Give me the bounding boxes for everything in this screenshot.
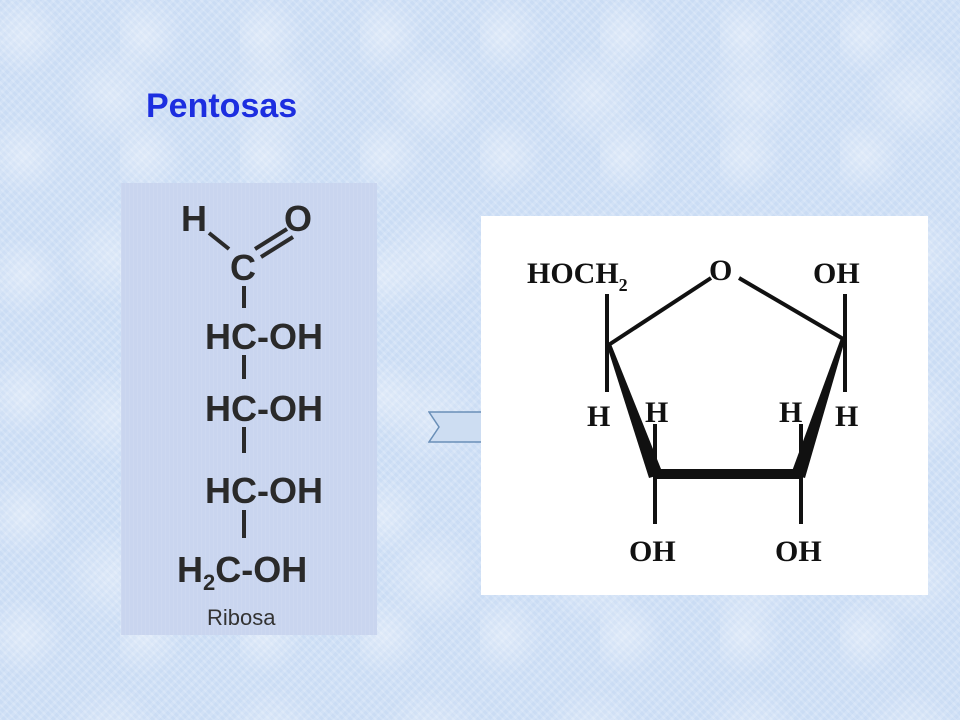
ribose-h-atom: H — [181, 198, 207, 239]
ribofuranose-svg: HOCH2 O OH H H H H OH OH — [527, 254, 860, 568]
ribose-hc-bond — [207, 231, 231, 251]
ribose-co-bond-2 — [259, 235, 295, 259]
ribose-carbonyl-c: C — [230, 247, 256, 288]
ring-h-left-inner: H — [645, 396, 668, 429]
ring-h-right-outer: H — [835, 400, 858, 433]
ribose-row-4-sub: 2 — [203, 570, 215, 595]
ribose-row-3: HC-OH — [205, 470, 323, 511]
ring-wedge-right — [791, 338, 845, 478]
ribose-chain-figure: H O C HC-OH HC-OH HC-OH H2C-OH Ribosa — [121, 183, 377, 635]
ring-hoch2-sub: 2 — [619, 275, 628, 295]
ring-bottom-bond — [653, 469, 803, 479]
ring-h-left-outer: H — [587, 400, 610, 433]
ribose-row-4: H2C-OH — [177, 549, 307, 595]
slide-title: Pentosas — [146, 87, 298, 125]
ring-oh-top-right: OH — [813, 257, 860, 290]
ring-hoch2-main: HOCH — [527, 257, 619, 290]
ring-oh-bottom-left: OH — [629, 535, 676, 568]
ribose-row-4-h: H — [177, 549, 203, 590]
ring-hoch2-label: HOCH2 — [527, 257, 628, 295]
ring-oh-bottom-right: OH — [775, 535, 822, 568]
ribose-row-1: HC-OH — [205, 316, 323, 357]
ring-oxygen: O — [709, 254, 732, 287]
ribose-co-bond-1 — [253, 227, 289, 251]
ring-bond-c4-o — [605, 276, 713, 348]
ribose-o-atom: O — [284, 198, 312, 239]
ring-bond-o-c1 — [737, 276, 847, 342]
ribose-row-4-rest: C-OH — [215, 549, 307, 590]
ribose-chain-svg: H O C HC-OH HC-OH HC-OH H2C-OH Ribosa — [177, 198, 323, 630]
ribofuranose-figure: HOCH2 O OH H H H H OH OH — [481, 216, 928, 595]
ribose-caption: Ribosa — [207, 605, 276, 630]
ring-wedge-left — [607, 344, 663, 478]
ribose-row-2: HC-OH — [205, 388, 323, 429]
ring-h-right-inner: H — [779, 396, 802, 429]
